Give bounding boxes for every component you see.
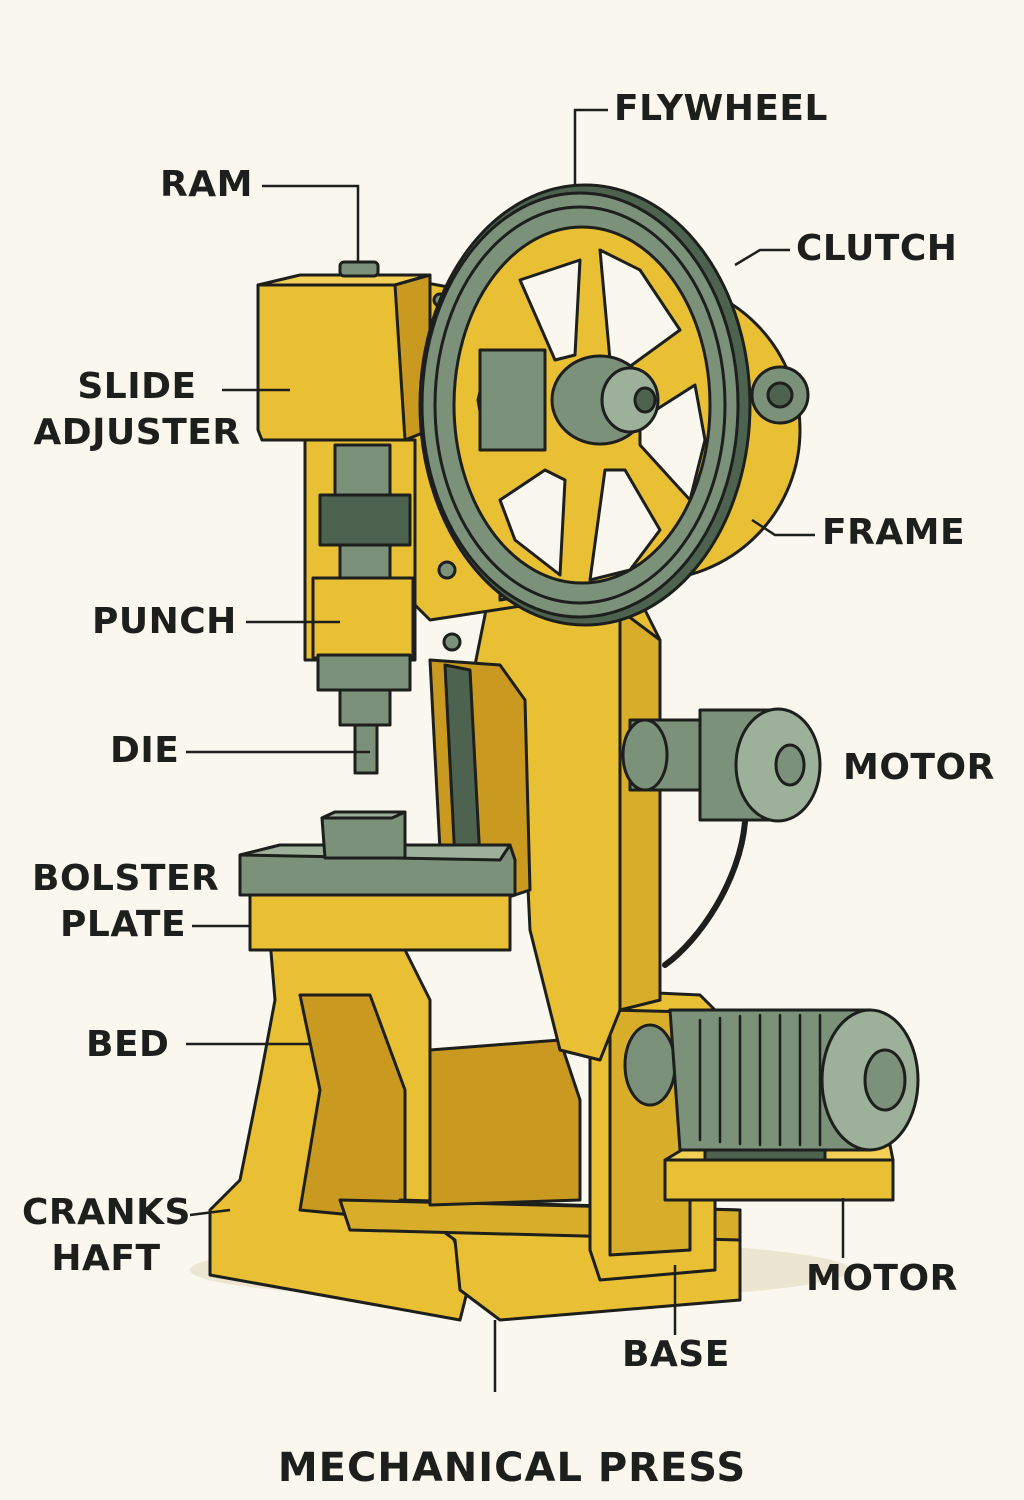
label-ram: RAM [160, 164, 253, 205]
frame-bolt [437, 560, 457, 580]
frame-bolt [442, 632, 462, 652]
diagram-title: MECHANICAL PRESS [277, 1445, 747, 1491]
bolster-plate [238, 810, 517, 952]
workpiece-top [320, 810, 407, 820]
motor-cooling-fins [698, 1013, 822, 1147]
label-clutch: CLUTCH [796, 228, 958, 269]
leader-flywheel [573, 108, 608, 185]
ram-stem [338, 543, 392, 582]
leader-crankshaft [189, 1208, 231, 1217]
clutch-pulley-hub [766, 381, 794, 409]
upper-motor-hub [774, 743, 806, 787]
label-base: BASE [622, 1334, 730, 1375]
lower-motor [623, 1008, 920, 1202]
flywheel-window [598, 248, 682, 372]
label-bolster-plate: BOLSTER PLATE [32, 858, 220, 945]
label-flywheel: FLYWHEEL [614, 88, 828, 129]
upper-motor-end [621, 718, 669, 792]
upper-motor [621, 707, 822, 968]
ram-collar [318, 493, 412, 547]
label-crankshaft: CRANKS HAFT [22, 1192, 191, 1279]
slide-adjuster [256, 260, 432, 442]
bed-opening [428, 1038, 582, 1207]
label-punch: PUNCH [92, 601, 237, 642]
flywheel-groove [433, 205, 727, 605]
label-bed: BED [86, 1024, 170, 1065]
motor-mount-plate [663, 1158, 895, 1202]
motor-cable [662, 819, 748, 968]
base-body [208, 938, 742, 1322]
punch-block [316, 653, 412, 692]
motor-shaft-end [623, 1023, 677, 1107]
leader-lines [186, 108, 845, 1392]
punch-holder [311, 576, 415, 660]
bolster-support [248, 888, 512, 952]
label-frame: FRAME [822, 512, 966, 553]
label-slide-adjuster: SLIDE ADJUSTER [33, 366, 241, 453]
slide-adjuster-front [256, 283, 407, 442]
leader-clutch [734, 248, 790, 267]
die-tip [353, 723, 379, 775]
leader-ram [262, 184, 360, 262]
label-motor-lower: MOTOR [806, 1258, 958, 1299]
frame-column-side [618, 608, 662, 1012]
flywheel-window [588, 468, 662, 582]
ram-assembly [303, 438, 417, 775]
flywheel-window [518, 258, 582, 362]
crank-shaft [478, 348, 547, 452]
leader-frame [751, 518, 815, 537]
flywheel-hub-face [600, 366, 660, 434]
ram-cap [338, 260, 380, 278]
flywheel-hub-bore [633, 386, 657, 414]
flywheel-assembly [418, 183, 810, 627]
label-die: DIE [110, 730, 180, 771]
motor-front-cap [863, 1048, 907, 1112]
punch-stem [338, 688, 392, 727]
label-motor-upper: MOTOR [843, 747, 995, 788]
flywheel-window [498, 468, 567, 577]
